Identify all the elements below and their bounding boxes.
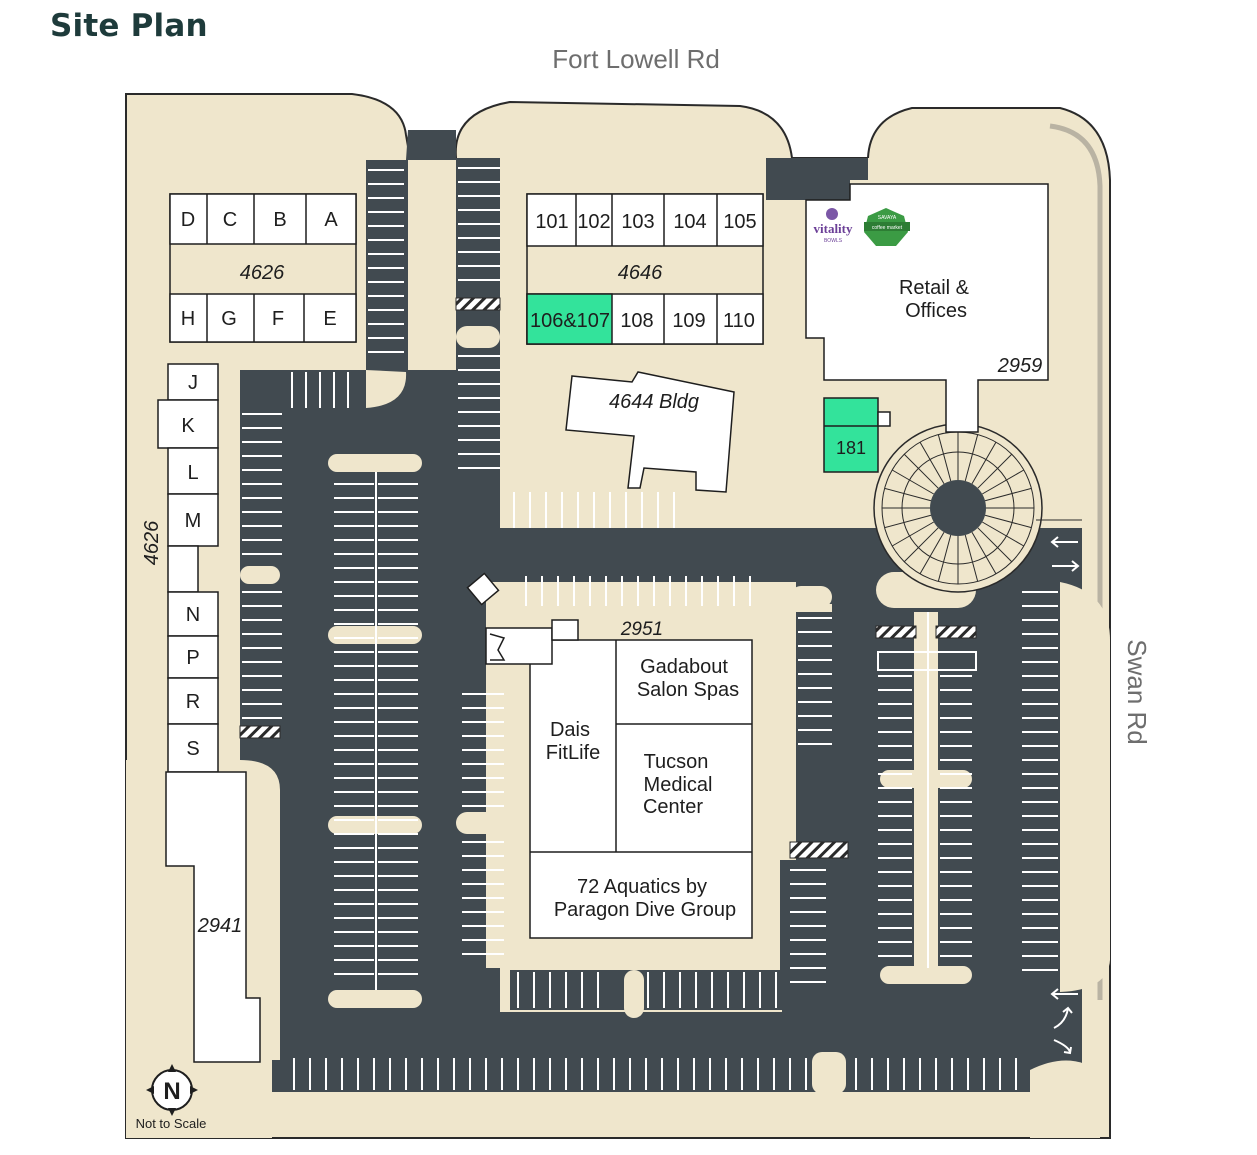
unit-label: F — [272, 308, 284, 330]
building-4646 — [526, 193, 764, 345]
page-title: Site Plan — [50, 8, 208, 44]
building-4644-label: 4644 Bldg — [609, 391, 699, 413]
unit-label: 103 — [621, 211, 654, 233]
unit-label: 109 — [672, 310, 705, 332]
unit-181-block — [823, 397, 891, 473]
svg-text:BOWLS: BOWLS — [824, 238, 843, 244]
unit-label: L — [187, 462, 198, 484]
east-curb — [1049, 123, 1103, 1000]
vitality-bowls-logo: vitality BOWLS — [814, 208, 853, 244]
unit-label: B — [273, 209, 286, 231]
north-compass-icon: N — [146, 1064, 198, 1116]
unit-label: D — [181, 209, 195, 231]
unit-label: M — [185, 510, 202, 532]
stall-striping-group — [242, 167, 1058, 1090]
svg-text:vitality: vitality — [814, 221, 853, 236]
building-4626-west — [157, 363, 219, 773]
not-to-scale-note: Not to Scale — [136, 1116, 207, 1131]
tenant-tucson-3: Center — [643, 796, 703, 818]
building-4644 — [565, 371, 735, 493]
retail-label-1: Retail & — [899, 277, 970, 299]
roundabout — [873, 423, 1082, 593]
tenant-aquatics-1: 72 Aquatics by — [577, 876, 707, 898]
tenant-gadabout-2: Salon Spas — [637, 679, 739, 701]
building-2941 — [165, 771, 261, 1063]
tenant-dais-2: FitLife — [546, 742, 600, 764]
unit-label: P — [186, 647, 199, 669]
building-2941-label: 2941 — [197, 915, 243, 937]
unit-label: 106&107 — [530, 310, 610, 332]
retail-number: 2959 — [997, 355, 1043, 377]
svg-text:coffee market: coffee market — [872, 225, 903, 231]
building-retail — [805, 183, 1049, 433]
road-swan: Swan Rd — [1122, 639, 1152, 745]
building-4646-label: 4646 — [618, 262, 663, 284]
svg-text:N: N — [163, 1078, 180, 1105]
unit-label: 104 — [673, 211, 706, 233]
unit-label: N — [186, 604, 200, 626]
tenant-dais-1: Dais — [550, 719, 590, 741]
tenant-aquatics-2: Paragon Dive Group — [554, 899, 736, 921]
unit-label: H — [181, 308, 195, 330]
road-fort-lowell: Fort Lowell Rd — [552, 44, 720, 74]
traffic-arrows — [1050, 536, 1080, 1055]
unit-label: 108 — [620, 310, 653, 332]
tenant-tucson-1: Tucson — [644, 751, 709, 773]
unit-label: 102 — [577, 211, 610, 233]
tenant-gadabout-1: Gadabout — [640, 656, 728, 678]
unit-label: 105 — [723, 211, 756, 233]
unit-label: 110 — [723, 310, 755, 332]
tenant-tucson-2: Medical — [644, 774, 713, 796]
building-2951-label: 2951 — [620, 619, 663, 640]
unit-label: 101 — [535, 211, 568, 233]
spine-marker — [877, 651, 977, 671]
building-4626 — [169, 193, 357, 343]
svg-text:SAVAYA: SAVAYA — [878, 215, 897, 221]
unit-label: E — [323, 308, 336, 330]
parking-stalls — [375, 472, 929, 990]
unit-label: G — [221, 308, 237, 330]
unit-label: R — [186, 691, 200, 713]
building-4626-label: 4626 — [240, 262, 285, 284]
unit-label: S — [186, 738, 199, 760]
building-2951 — [466, 572, 753, 939]
savaya-coffee-logo: SAVAYA coffee market — [864, 208, 910, 246]
accessible-hatches — [239, 297, 977, 859]
unit-label: A — [324, 209, 338, 231]
unit-label: C — [223, 209, 237, 231]
building-4626-west-label: 4626 — [141, 520, 163, 565]
unit-label: J — [188, 372, 198, 394]
unit-181-label: 181 — [836, 438, 866, 458]
unit-label: K — [181, 415, 195, 437]
retail-label-2: Offices — [905, 300, 967, 322]
